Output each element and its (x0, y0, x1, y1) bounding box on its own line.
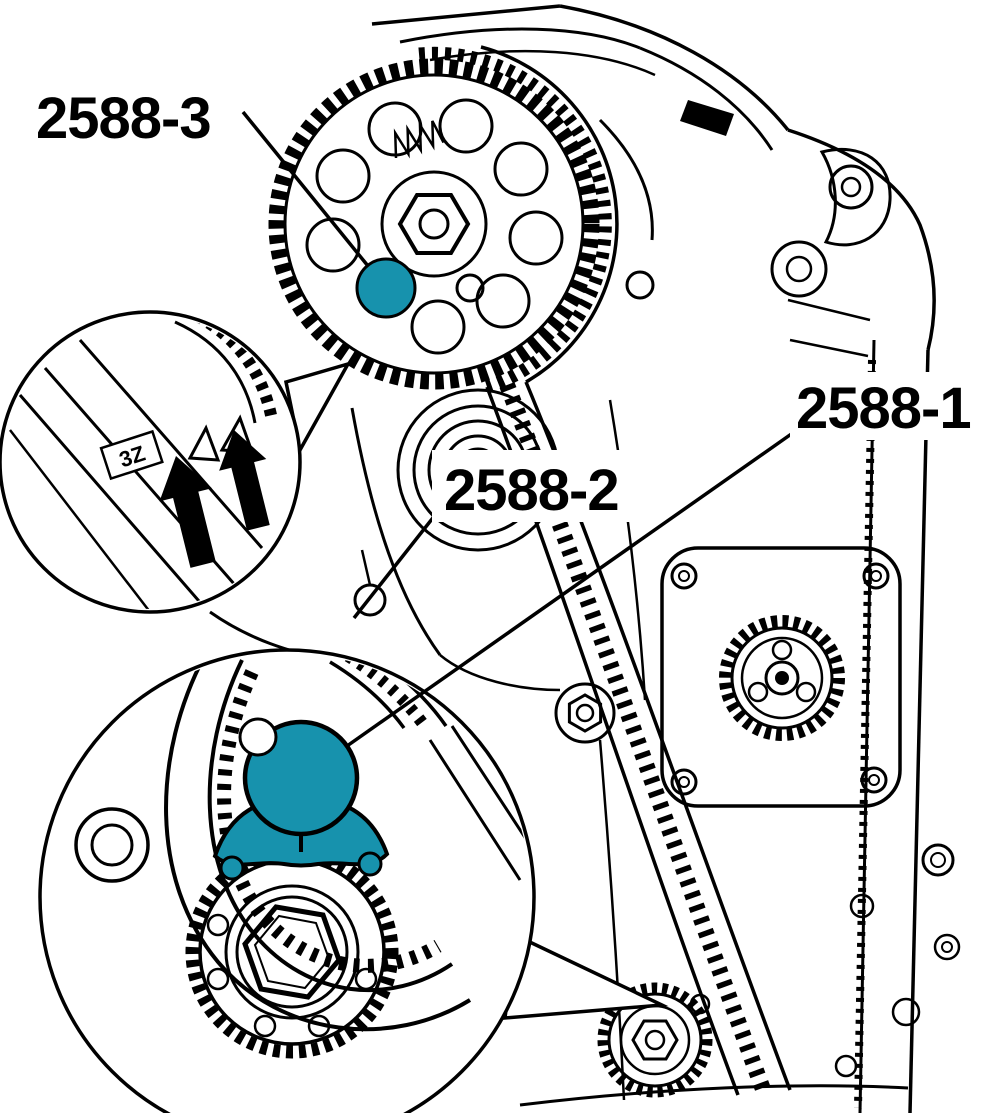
belt-edge-texture (854, 359, 876, 1109)
engine-line-art (209, 4, 961, 1113)
belt-edge-line (9, 429, 161, 609)
inset-contents (74, 653, 531, 1059)
mount-boss (770, 240, 828, 298)
idler-inner (619, 1004, 691, 1076)
roller-center (90, 823, 134, 867)
cam-sprocket-teeth (268, 58, 600, 390)
bracket-bolt-center (840, 176, 862, 198)
oil-pump-sprocket-rim (730, 626, 834, 730)
cam-sprocket-rim (283, 73, 585, 375)
engine-right-edge-outer (908, 349, 930, 1113)
crank-lock-tool-highlight (212, 717, 390, 881)
belt-return-edge (329, 660, 406, 730)
leader-line-2588-1 (345, 428, 799, 748)
plate-bolts (670, 562, 890, 796)
valve-cover-line (639, 46, 774, 151)
camshaft-sprocket (268, 45, 619, 394)
leader-line-2588-2 (352, 498, 449, 620)
callout-bg-2588-1 (790, 372, 990, 440)
oil-pump-plate (660, 546, 902, 808)
magnified-sprocket-rim (174, 320, 257, 424)
block-contour-left (350, 407, 442, 656)
callout-bg-2588-2 (432, 450, 660, 522)
sprocket-slot (771, 639, 793, 661)
callout-label-2588-3: 2588-3 (36, 86, 211, 151)
cam-sprocket-holes (305, 98, 564, 355)
idler-hex (631, 1019, 679, 1061)
sprocket-slot (795, 681, 817, 703)
crank-hex-inner (253, 914, 331, 990)
sprocket-slot (747, 681, 769, 703)
small-bolt (625, 270, 655, 300)
alignment-arrow (219, 430, 270, 531)
leader-line-2588-3 (241, 110, 370, 268)
inset-circle (38, 648, 536, 1113)
bottom-inset-magnifier (38, 648, 669, 1113)
callout-label-2588-1: 2588-1 (796, 376, 971, 441)
hub-hex-bolt (397, 193, 471, 255)
oil-pump-assembly (660, 546, 902, 808)
valve-cover-line (399, 27, 641, 50)
idler-teeth (597, 982, 713, 1098)
oil-pump-hub-center (775, 671, 789, 685)
valve-cover-edge (371, 4, 561, 26)
inset-contents: 3Z (9, 315, 278, 609)
cam-sprocket-hub (380, 170, 488, 278)
crank-sprocket-holes (206, 913, 378, 1038)
block-contour (439, 654, 561, 692)
bracket-bolt (828, 164, 874, 210)
hub-washer (380, 170, 488, 278)
oil-pump-sprocket-teeth (719, 615, 845, 741)
ledge-lines (787, 298, 871, 358)
belt-outer-edge (164, 654, 472, 1032)
belt-guide-line (598, 739, 626, 1101)
left-inset-magnifier: 3Z (0, 310, 352, 614)
tool-pin (219, 855, 245, 881)
cam-locking-pin-highlight (355, 257, 417, 319)
belt-guide-line (608, 399, 647, 701)
timing-mark-box (99, 429, 164, 481)
belt-wrap-edge (480, 45, 619, 384)
idler-rim (607, 992, 703, 1088)
alignment-arrow (159, 456, 216, 568)
hub-center (418, 208, 450, 240)
crank-washer (235, 895, 349, 1009)
cam-bracket (598, 118, 654, 241)
oil-pump-hub (764, 660, 800, 696)
idler-center (644, 1029, 666, 1051)
callout-label-2588-2: 2588-2 (444, 458, 619, 523)
valve-cover-curve (559, 4, 790, 132)
crank-sprocket-inner (224, 884, 360, 1020)
tool-pin (357, 851, 383, 877)
tool-head-notch (238, 717, 278, 757)
oil-pump-sprocket-inner (740, 636, 824, 720)
timing-mark-tag: 3Z (99, 429, 164, 481)
belt-wrap-teeth (418, 46, 612, 394)
cover-badge (680, 100, 734, 136)
misc-bolts (834, 843, 961, 1078)
mount-boss-center (785, 255, 813, 283)
hex-bolt (554, 682, 616, 744)
roller (74, 807, 150, 883)
tensioner-stud-line (360, 549, 372, 586)
timing-pointer-mark (187, 424, 221, 462)
belt-return-teeth (344, 653, 431, 732)
oil-pan-edge (519, 1084, 909, 1107)
timing-serration-mark (393, 120, 445, 159)
crank-hex-nut (242, 904, 342, 1000)
belt-teeth (499, 382, 772, 1095)
